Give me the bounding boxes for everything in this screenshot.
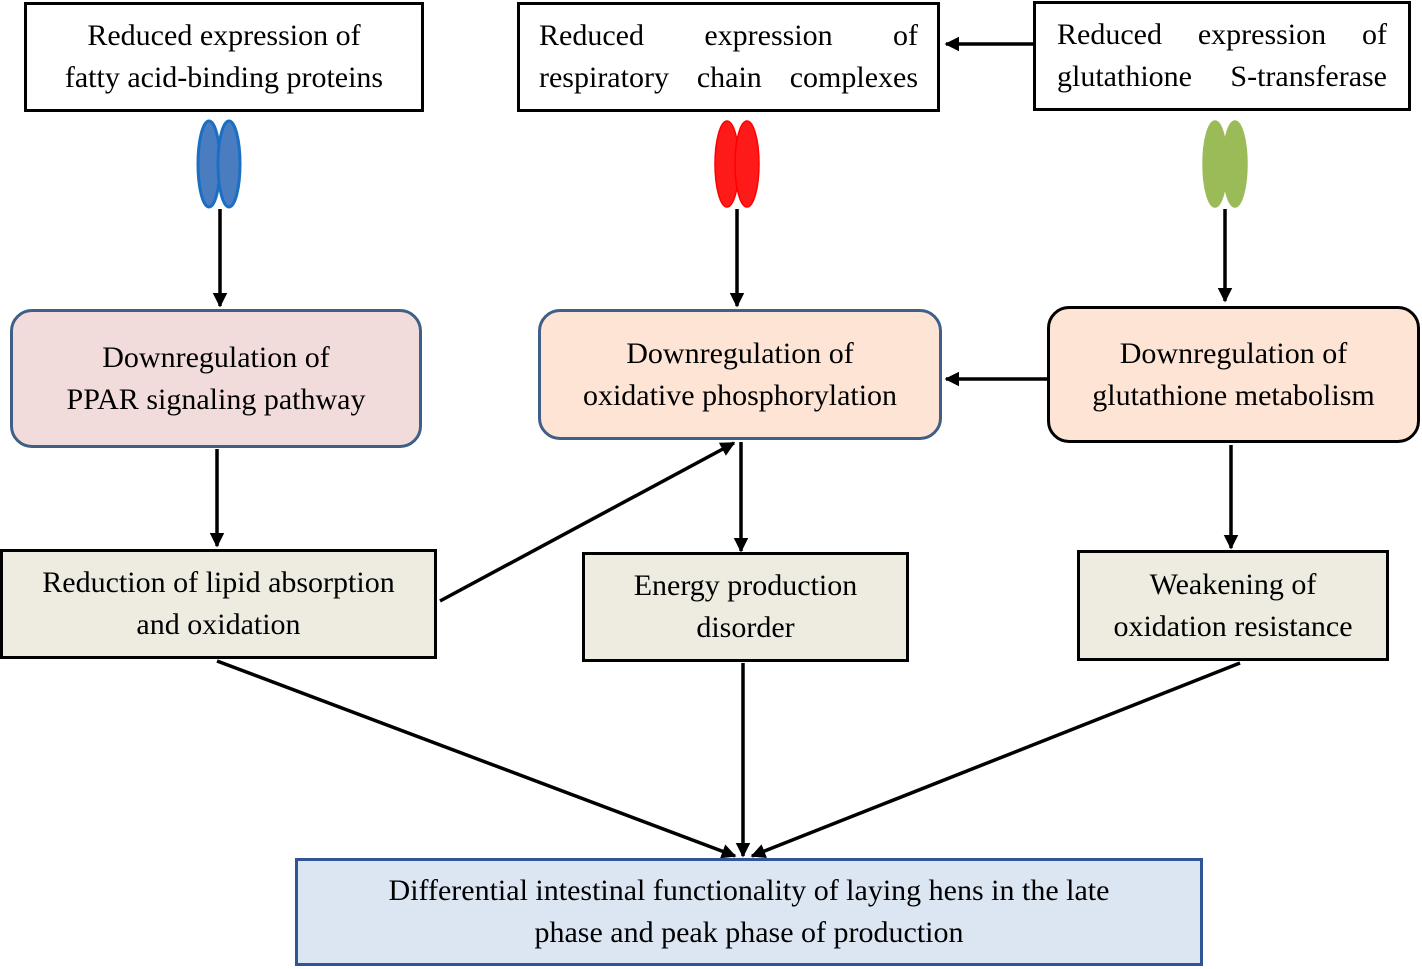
respiratory-expression-line2: respiratory chain complexes [539, 61, 918, 94]
lipid-line2: and oxidation [136, 608, 301, 641]
energy-line1: Energy production [633, 569, 858, 602]
oxphos-line1: Downregulation of [626, 336, 854, 370]
outcome-box: Differential intestinal functionality of… [295, 858, 1203, 966]
ppar-line2: PPAR signaling pathway [66, 382, 366, 416]
oxidation-line1: Weakening of [1149, 567, 1317, 601]
oxidation-weakening-box: Weakening of oxidation resistance [1077, 550, 1389, 661]
gst-receptor-icon [1202, 120, 1248, 208]
arrow-oxidation-to-outcome [750, 661, 1241, 858]
energy-line2: disorder [696, 611, 795, 644]
fabp-receptor-icon [196, 119, 242, 209]
lipid-reduction-box: Reduction of lipid absorption and oxidat… [0, 549, 437, 659]
ppar-line1: Downregulation of [102, 340, 330, 374]
oxphos-line2: oxidative phosphorylation [582, 378, 898, 412]
fabp-expression-box: Reduced expression of fatty acid-binding… [24, 2, 424, 112]
glutathione-line1: Downregulation of [1119, 336, 1348, 370]
glutathione-line2: glutathione metabolism [1092, 378, 1375, 412]
fabp-expression-line1: Reduced expression of [87, 19, 361, 52]
ppar-downregulation-box: Downregulation of PPAR signaling pathway [10, 309, 422, 448]
arrow-lipid-to-oxphos [439, 441, 736, 603]
arrow-lipid-to-outcome [216, 659, 737, 859]
outcome-line2: phase and peak phase of production [534, 916, 964, 949]
glutathione-downregulation-box: Downregulation of glutathione metabolism [1047, 306, 1420, 443]
respiratory-expression-box: Reduced expression of respiratory chain … [517, 2, 940, 112]
lipid-line1: Reduction of lipid absorption [42, 566, 395, 599]
outcome-line1: Differential intestinal functionality of… [388, 874, 1110, 907]
oxidation-line2: oxidation resistance [1113, 609, 1353, 643]
oxphos-downregulation-box: Downregulation of oxidative phosphorylat… [538, 309, 942, 440]
fabp-expression-line2: fatty acid-binding proteins [64, 61, 384, 94]
respiratory-receptor-icon [714, 120, 760, 208]
gst-expression-box: Reduced expression of glutathione S-tran… [1033, 1, 1411, 111]
gst-expression-line1: Reduced expression of [1057, 18, 1387, 51]
respiratory-expression-line1: Reduced expression of [539, 19, 918, 52]
energy-disorder-box: Energy production disorder [582, 552, 909, 662]
gst-expression-line2: glutathione S-transferase [1057, 60, 1387, 93]
